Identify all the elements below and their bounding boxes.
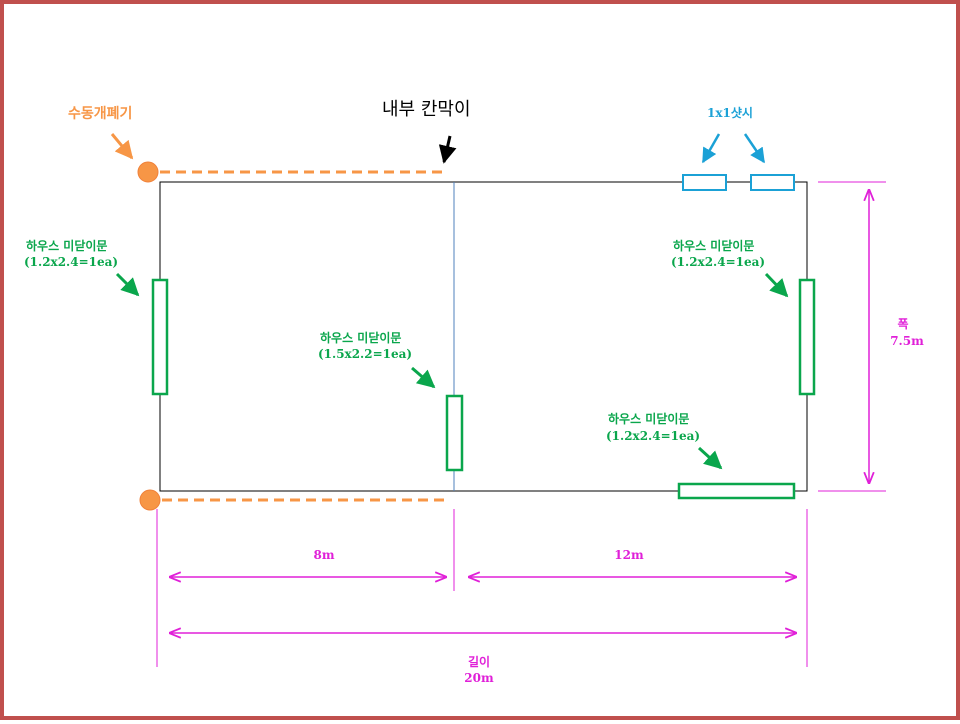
greenhouse-outline: [159, 181, 808, 492]
sash-arrow-left: [701, 133, 721, 164]
door-center-arrow: [411, 366, 436, 389]
door-bottom-title: 하우스 미닫이문: [608, 411, 689, 426]
door-bottom: [677, 482, 796, 500]
width-label: 폭: [897, 317, 908, 331]
internal-partition-label: 내부 칸막이: [382, 99, 471, 120]
door-left-spec: (1.2x2.4=1ea): [24, 255, 118, 269]
manual-opener-arrow: [110, 133, 134, 160]
sash-window-2: [750, 174, 795, 191]
door-right-arrow: [764, 272, 789, 298]
door-left-title: 하우스 미닫이문: [26, 238, 107, 253]
width-value: 7.5m: [890, 334, 924, 348]
internal-partition-arrow: [438, 135, 457, 164]
door-left-arrow: [115, 272, 140, 297]
door-right: [798, 278, 816, 396]
door-left: [151, 278, 169, 396]
dim-left-label: 8m: [313, 548, 334, 562]
door-right-title: 하우스 미닫이문: [673, 238, 754, 253]
length-value: 20m: [464, 671, 494, 685]
floor-plan-diagram: 수동개폐기 내부 칸막이 1x1샷시 하우스 미닫이문 (1.2x2.4=1ea…: [24, 99, 924, 685]
dim-right-label: 12m: [614, 548, 644, 562]
manual-opener-label: 수동개폐기: [68, 106, 132, 122]
manual-opener-top: [137, 161, 159, 183]
sash-label: 1x1샷시: [707, 105, 753, 120]
length-label: 길이: [468, 654, 490, 669]
door-bottom-spec: (1.2x2.4=1ea): [606, 429, 700, 443]
door-bottom-arrow: [697, 446, 723, 470]
sash-window-1: [682, 174, 727, 191]
sash-arrow-right: [743, 133, 766, 164]
door-right-spec: (1.2x2.4=1ea): [671, 255, 765, 269]
manual-opener-bottom: [139, 489, 161, 511]
door-center: [445, 394, 464, 472]
door-center-spec: (1.5x2.2=1ea): [318, 347, 412, 361]
door-center-title: 하우스 미닫이문: [320, 330, 401, 345]
